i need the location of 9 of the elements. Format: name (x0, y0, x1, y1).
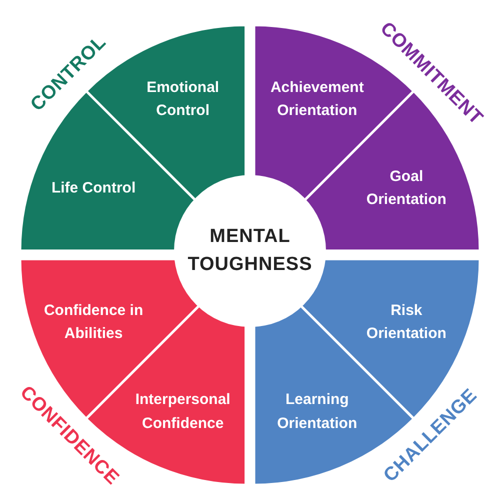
segment-label: Life Control (50, 178, 137, 198)
segment-label: Goal Orientation (365, 166, 448, 210)
segment-label: Learning Orientation (276, 390, 358, 434)
segment-label: Risk Orientation (365, 300, 448, 344)
segment-label: Interpersonal Confidence (134, 390, 232, 434)
segment-label: Achievement Orientation (269, 77, 365, 121)
segment-label: Confidence in Abilities (42, 300, 144, 344)
segment-label: Emotional Control (146, 77, 220, 121)
center-label: MENTAL TOUGHNESS (186, 225, 314, 277)
